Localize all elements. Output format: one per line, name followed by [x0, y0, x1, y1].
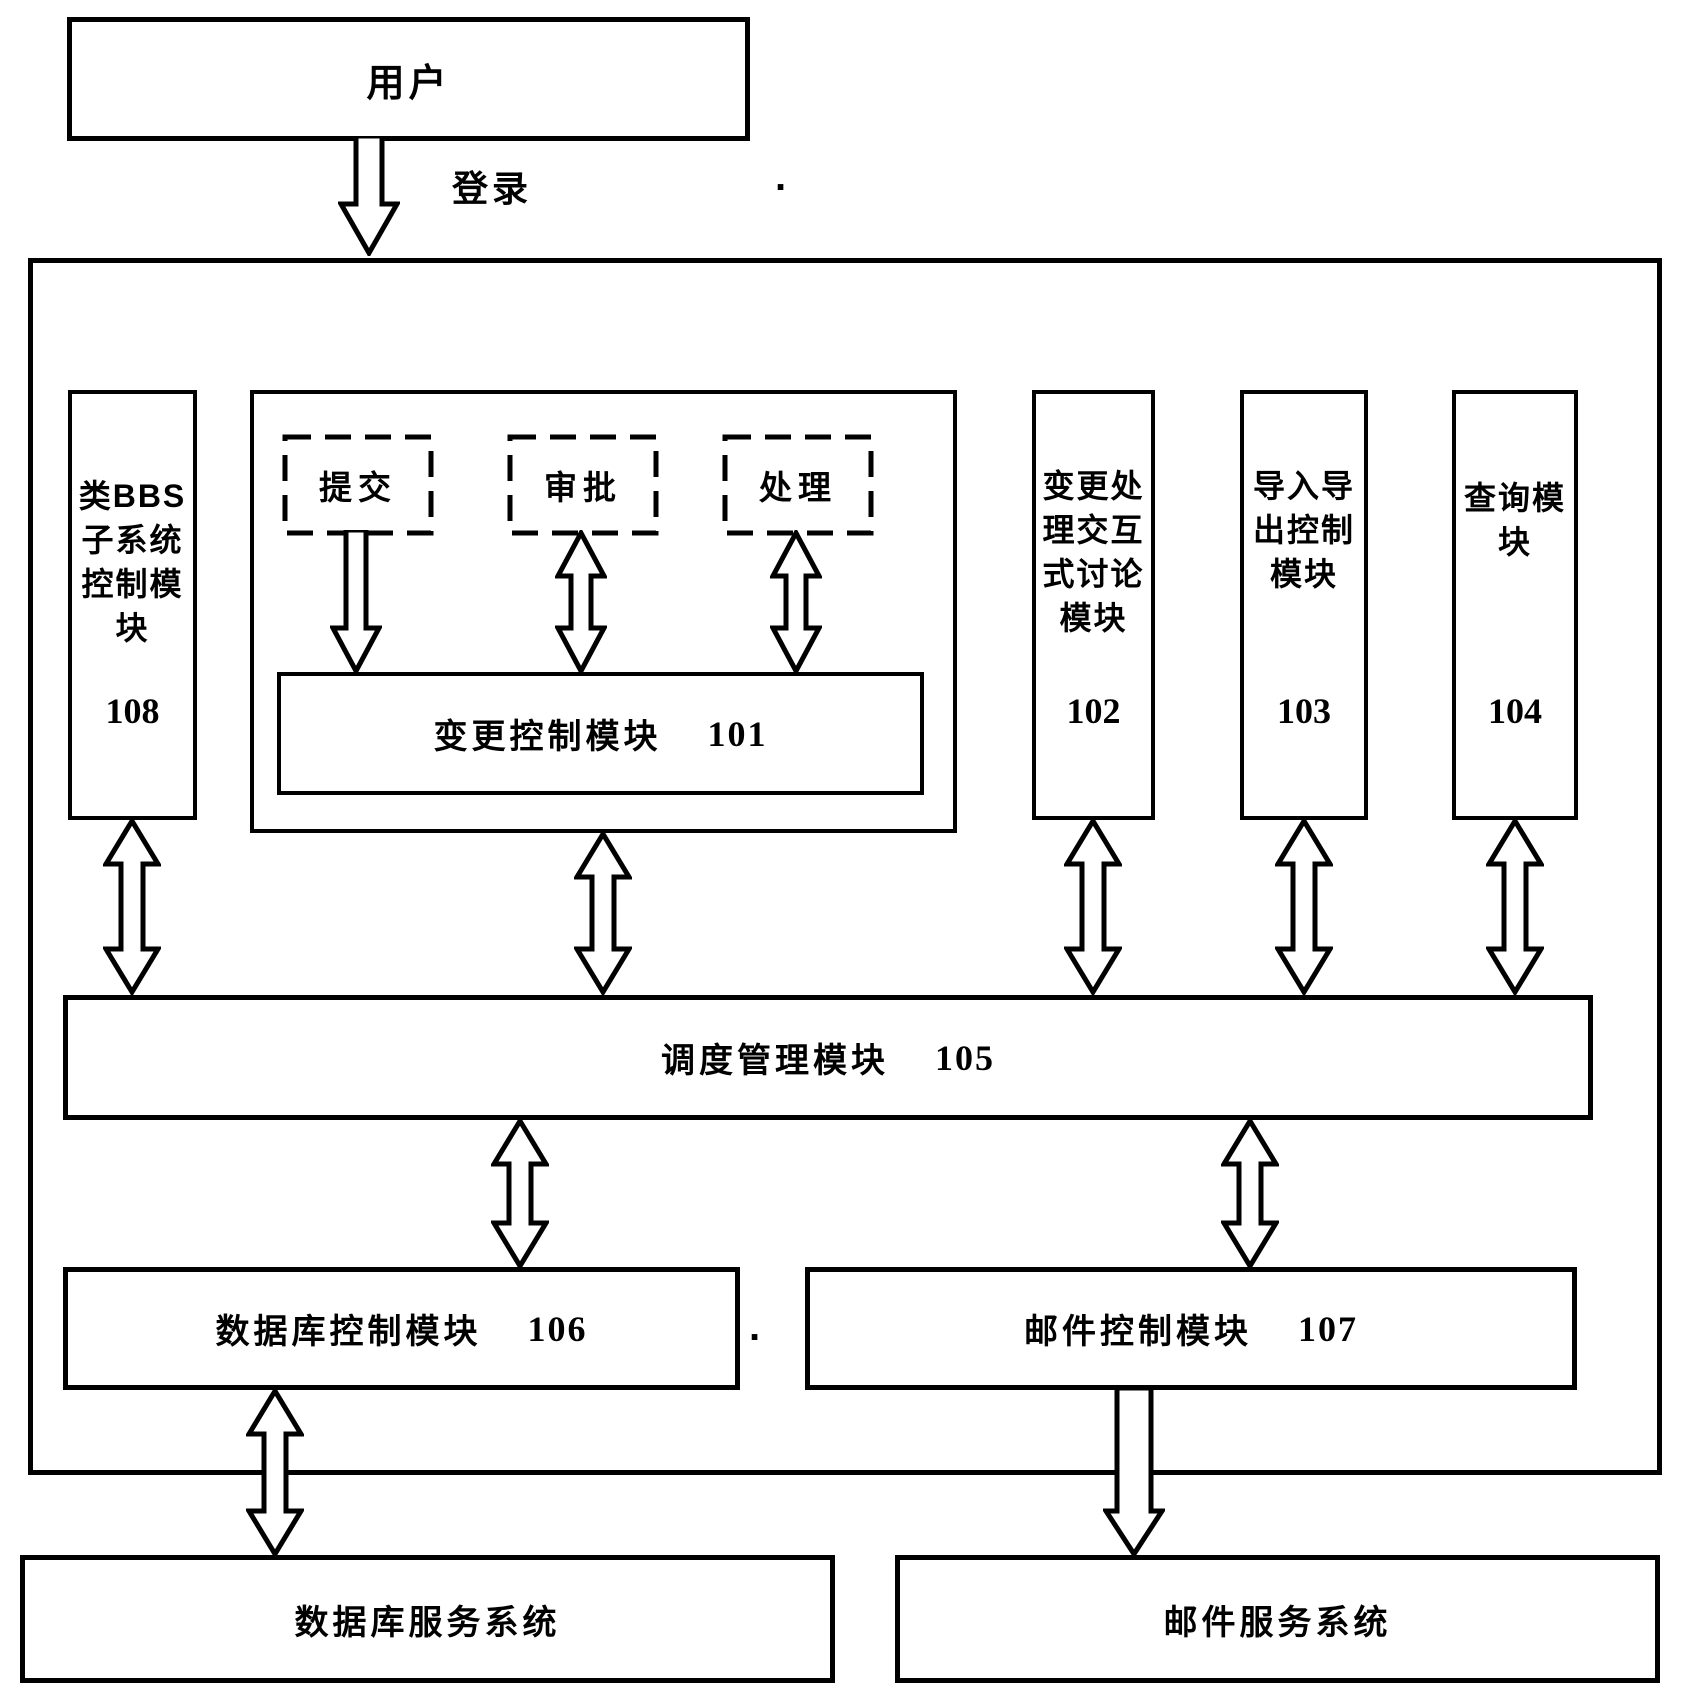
database-service-label: 数据库服务系统: [295, 1595, 561, 1644]
database-control-box: 数据库控制模块 106: [63, 1267, 740, 1390]
process-label: 处理: [722, 434, 874, 536]
module-query-label: 查询模 块: [1456, 476, 1574, 564]
process-dashed-box: 处理: [722, 434, 874, 536]
arrow-106-database: [246, 1388, 304, 1557]
arrow-105-107: [1221, 1118, 1279, 1269]
module-bbs-box: 类BBS 子系统 控制模 块 108: [68, 390, 197, 820]
user-box-label: 用户: [366, 52, 450, 107]
database-control-label: 数据库控制模块: [216, 1304, 482, 1353]
module-discussion-box: 变更处 理交互 式讨论 模块 102: [1032, 390, 1155, 820]
mail-control-label: 邮件控制模块: [1024, 1304, 1252, 1353]
module-discussion-code: 102: [1036, 690, 1151, 732]
stray-dot-mid: .: [749, 1322, 760, 1332]
module-discussion-label: 变更处 理交互 式讨论 模块: [1036, 464, 1151, 640]
mail-control-box: 邮件控制模块 107: [805, 1267, 1577, 1390]
dispatch-label: 调度管理模块: [661, 1033, 889, 1082]
arrow-107-mail: [1103, 1388, 1165, 1557]
database-service-box: 数据库服务系统: [20, 1555, 835, 1683]
module-import-export-code: 103: [1244, 690, 1364, 732]
arrow-user-to-system: [338, 136, 400, 256]
module-query-box: 查询模 块 104: [1452, 390, 1578, 820]
change-control-box: 变更控制模块 101: [277, 672, 924, 795]
submit-dashed-box: 提交: [282, 434, 434, 536]
mail-service-label: 邮件服务系统: [1164, 1595, 1392, 1644]
login-label: 登录: [452, 160, 532, 212]
dispatch-code: 105: [935, 1037, 995, 1079]
module-bbs-code: 108: [72, 690, 193, 732]
arrow-102-105: [1064, 818, 1122, 995]
submit-label: 提交: [282, 434, 434, 536]
arrow-submit-to-101: [330, 530, 382, 674]
mail-control-code: 107: [1298, 1308, 1358, 1350]
module-import-export-label: 导入导 出控制 模块: [1244, 464, 1364, 596]
user-box: 用户: [67, 17, 750, 141]
stray-dot-top: .: [775, 172, 786, 182]
arrow-approve-101: [555, 530, 607, 674]
arrow-104-105: [1486, 818, 1544, 995]
mail-service-box: 邮件服务系统: [895, 1555, 1660, 1683]
dispatch-box: 调度管理模块 105: [63, 995, 1593, 1120]
change-control-code: 101: [708, 713, 768, 755]
approve-label: 审批: [507, 434, 659, 536]
arrow-101-105: [574, 831, 632, 995]
module-bbs-label: 类BBS 子系统 控制模 块: [72, 474, 193, 650]
module-import-export-box: 导入导 出控制 模块 103: [1240, 390, 1368, 820]
arrow-108-105: [103, 818, 161, 995]
change-control-label: 变更控制模块: [434, 709, 662, 758]
approve-dashed-box: 审批: [507, 434, 659, 536]
database-control-code: 106: [528, 1308, 588, 1350]
arrow-105-106: [491, 1118, 549, 1269]
module-query-code: 104: [1456, 690, 1574, 732]
arrow-103-105: [1275, 818, 1333, 995]
arrow-process-101: [770, 530, 822, 674]
